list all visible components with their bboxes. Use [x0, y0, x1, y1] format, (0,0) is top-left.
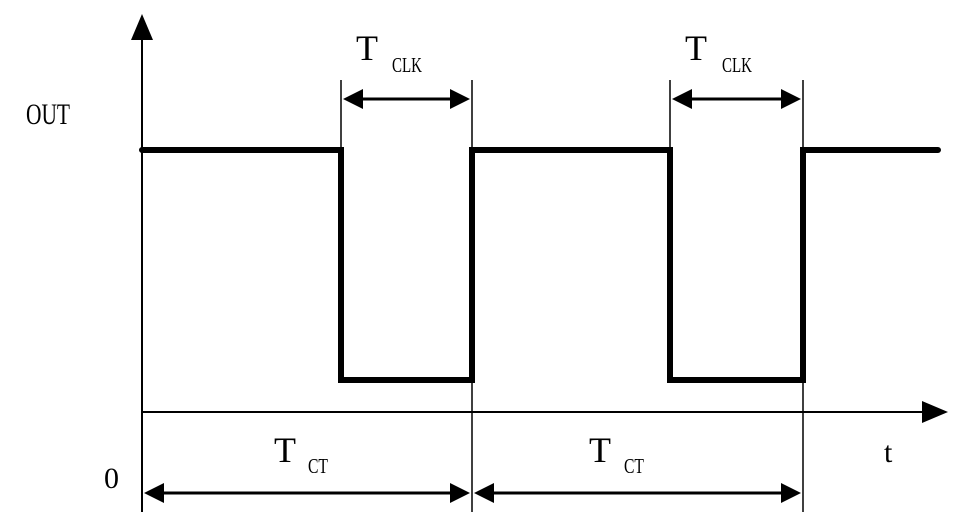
tct-label-1-sub: CT — [308, 454, 328, 478]
tct-label-2-sub: CT — [624, 454, 644, 478]
tclk-dimension-1 — [343, 89, 470, 109]
tclk-label-1-main: T — [356, 28, 378, 68]
tclk-label-1-sub: CLK — [392, 53, 422, 77]
tclk-dimension-2 — [672, 89, 801, 109]
tct-dimension-2 — [474, 483, 801, 503]
tct-label-2-main: T — [589, 430, 611, 470]
y-axis-label: OUT — [26, 98, 70, 131]
tclk-label-2-sub: CLK — [722, 53, 752, 77]
tclk-label-2-main: T — [685, 28, 707, 68]
x-axis-label: t — [884, 436, 893, 469]
origin-label: 0 — [104, 462, 119, 495]
x-axis-arrowhead — [922, 401, 948, 423]
output-square-wave — [139, 147, 941, 383]
y-axis-arrowhead — [131, 14, 153, 40]
tct-dimension-1 — [144, 483, 470, 503]
tct-label-1-main: T — [274, 430, 296, 470]
